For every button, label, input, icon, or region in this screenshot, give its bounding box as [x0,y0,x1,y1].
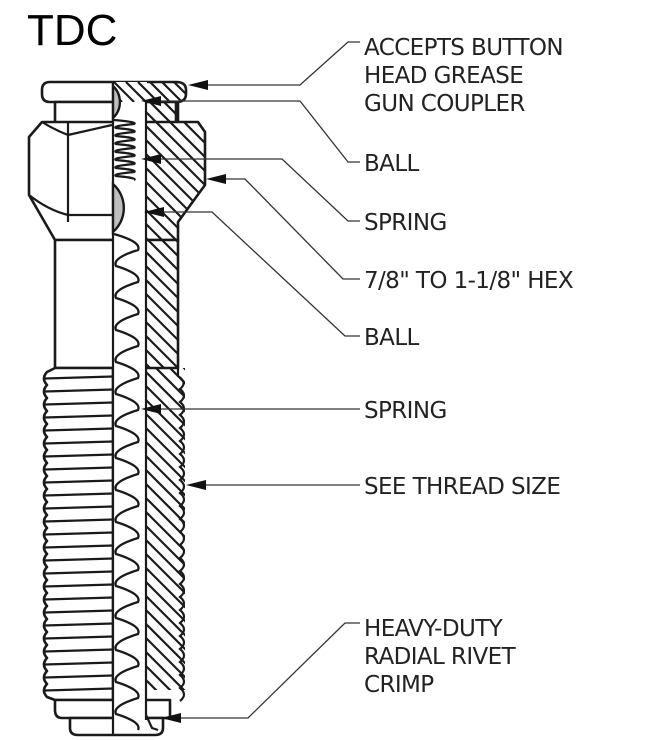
thread-crest-line [44,401,114,406]
thread-crest-line [44,427,114,432]
ball-upper [111,83,122,121]
thread-crest-line [44,674,114,679]
callout-label: HEAVY-DUTY [364,616,504,642]
thread-crest-line [44,635,114,640]
thread-crest-line [44,557,114,562]
crimp-detail [145,714,159,732]
thread-crest-line [44,648,114,653]
callout-ball-lower: BALL [144,207,420,351]
callout-label: SPRING [364,398,447,424]
callout-spring-lower: SPRING [141,398,447,424]
fitting-drawing [27,80,488,737]
hatch-line [149,82,171,102]
thread-crest-line [44,479,114,484]
spring-coil [113,232,140,731]
hatch-line [146,102,205,368]
hatch-line [173,82,186,102]
hex-chamfer-top [41,121,69,137]
hatch-line [218,100,488,370]
callout-label: RADIAL RIVET [364,644,517,670]
hatch-line [146,102,205,368]
thread-crest-line [44,466,114,471]
callout-label: CRIMP [364,672,434,698]
thread-left [42,366,115,702]
callout-spring-upper: SPRING [141,154,447,236]
arrow-icon [188,80,208,90]
diagram-title: TDC [27,6,117,55]
callout-label: GUN COUPLER [364,91,525,117]
callout-hex: 7/8" TO 1-1/8" HEX [206,174,574,294]
thread-crest-line [44,544,114,549]
hatch-line [146,368,185,690]
arrow-icon [141,96,161,106]
thread-crest-line [44,687,114,692]
hatch-line [146,102,205,368]
arrow-icon [161,713,181,723]
hatch-line [146,368,185,690]
thread-profile-right [176,368,186,702]
callout-label: BALL [364,325,420,351]
arrow-icon [186,480,206,490]
ball-lower [111,181,126,235]
hatch-line [146,102,195,368]
hatch-line [146,368,185,690]
arrow-icon [141,404,161,414]
section-hatch-thread [146,368,185,690]
hatch-line [146,368,185,690]
hatch-line [146,368,185,690]
callout-ball-upper: BALL [141,96,420,177]
thread-crest-line [44,453,114,458]
spring-coil [113,118,136,182]
hatch-line [146,102,205,368]
callout-coupler: ACCEPTS BUTTON HEAD GREASE GUN COUPLER [188,35,564,117]
hatch-line [146,368,185,690]
hatch-line [146,368,185,690]
hatch-line [146,368,185,690]
hex-top-edge [67,123,113,137]
callout-label: SEE THREAD SIZE [364,474,560,500]
thread-crest-line [44,622,114,627]
callout-label: HEAD GREASE [364,63,523,89]
hatch-line [161,82,183,102]
thread-crest-line [44,583,114,588]
hatch-line [146,102,205,368]
thread-crest-line [44,570,114,575]
callout-label: ACCEPTS BUTTON [364,35,563,61]
thread-crest-line [44,440,114,445]
spring-upper [113,118,136,182]
callout-label: SPRING [364,210,447,236]
thread-right [176,368,186,702]
thread-crest-line [44,596,114,601]
hatch-line [146,102,205,368]
hatch-line [146,102,205,368]
hatch-line [113,82,135,102]
thread-crest-line [44,505,114,510]
thread-crest-line [44,661,114,666]
spring-lower [113,232,140,731]
hex-chamfer-bottom [28,194,112,217]
hatch-line [125,82,147,102]
bore [113,82,147,732]
thread-crest-line [44,609,114,614]
callout-crimp: HEAVY-DUTY RADIAL RIVET CRIMP [161,616,517,723]
hatch-line [147,102,205,368]
hatch-line [146,368,185,690]
thread-crest-line [44,492,114,497]
callout-label: 7/8" TO 1-1/8" HEX [364,268,574,294]
thread-crest-line [44,375,114,380]
arrow-icon [141,154,161,164]
callout-label: BALL [364,151,420,177]
thread-crest-line [44,388,114,393]
thread-crest-line [44,531,114,536]
thread-crest-line [44,518,114,523]
arrow-icon [206,174,226,184]
thread-crest-line [44,414,114,419]
arrow-icon [144,207,164,217]
callout-thread: SEE THREAD SIZE [186,474,561,500]
